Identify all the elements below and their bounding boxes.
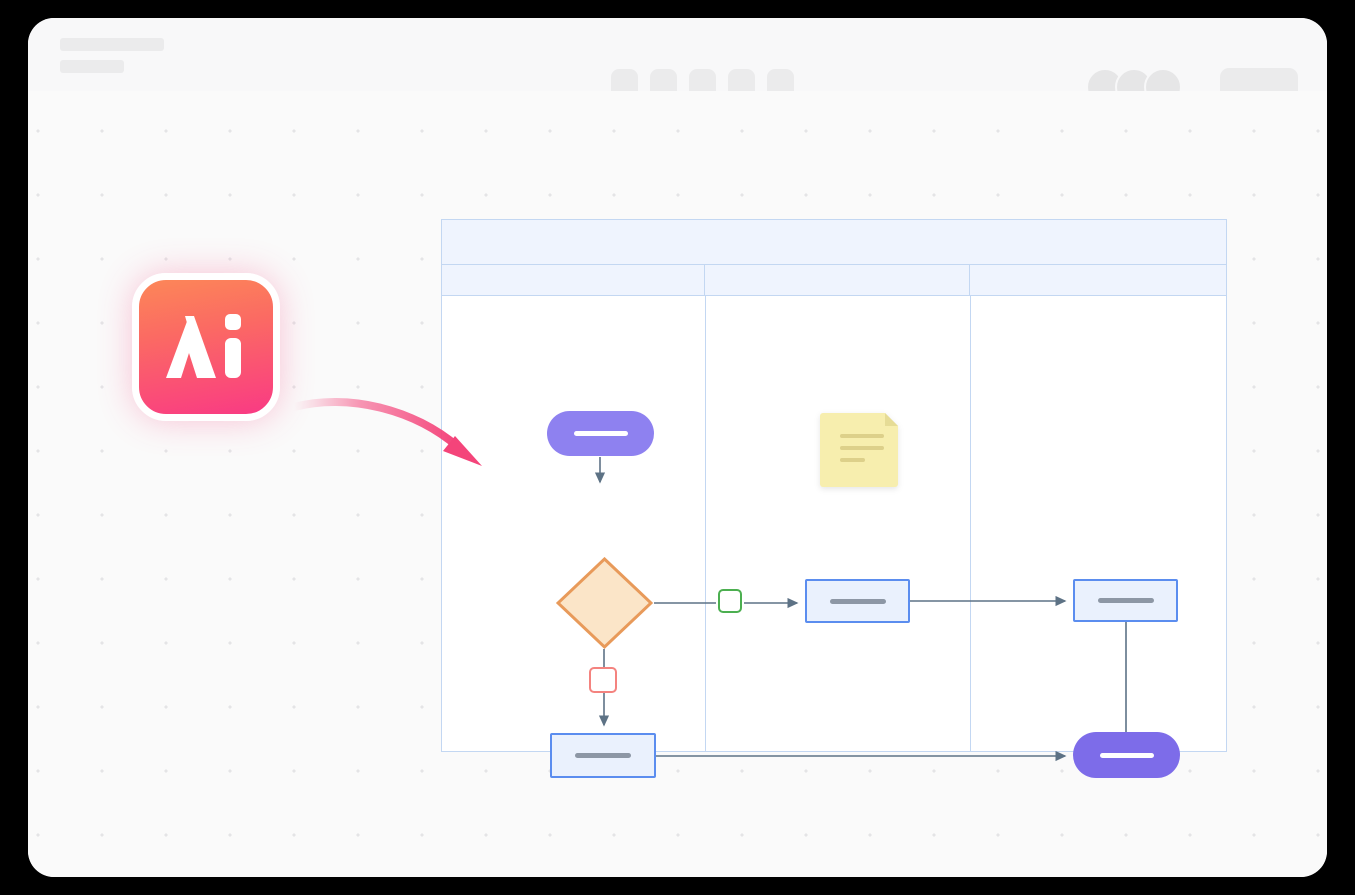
pool-column-header-2	[705, 265, 970, 295]
node-start-label	[573, 431, 628, 436]
lane-divider-2	[970, 296, 971, 752]
diagram-canvas[interactable]	[28, 91, 1327, 877]
pool-column-header-row	[442, 265, 1226, 296]
sticky-note-line-1	[840, 434, 884, 438]
pool-column-header-1	[442, 265, 705, 295]
lane-divider-1	[705, 296, 706, 752]
ai-logo-icon	[166, 314, 241, 378]
sticky-note-line-3	[840, 458, 865, 462]
node-task-2[interactable]	[1073, 579, 1178, 622]
toolbar	[28, 18, 1327, 106]
node-task-2-label	[1097, 598, 1154, 603]
node-decision[interactable]	[556, 557, 653, 649]
node-end-event[interactable]	[1073, 732, 1180, 778]
edge-label-yes[interactable]	[718, 589, 742, 613]
document-title-placeholder	[60, 38, 164, 51]
app-window	[28, 18, 1327, 877]
ai-assistant-badge[interactable]	[132, 273, 280, 421]
sticky-note-line-2	[840, 446, 884, 450]
node-start-event[interactable]	[547, 411, 654, 456]
node-task-3-label	[575, 753, 631, 758]
node-end-label	[1099, 752, 1154, 758]
sticky-note[interactable]	[819, 410, 902, 488]
edge-label-no[interactable]	[589, 667, 617, 693]
node-task-1[interactable]	[805, 579, 910, 623]
node-task-1-label	[829, 598, 886, 604]
document-subtitle-placeholder	[60, 60, 124, 73]
pool-title-bar	[442, 220, 1226, 265]
node-task-3[interactable]	[550, 733, 656, 778]
pool-column-header-3	[970, 265, 1226, 295]
